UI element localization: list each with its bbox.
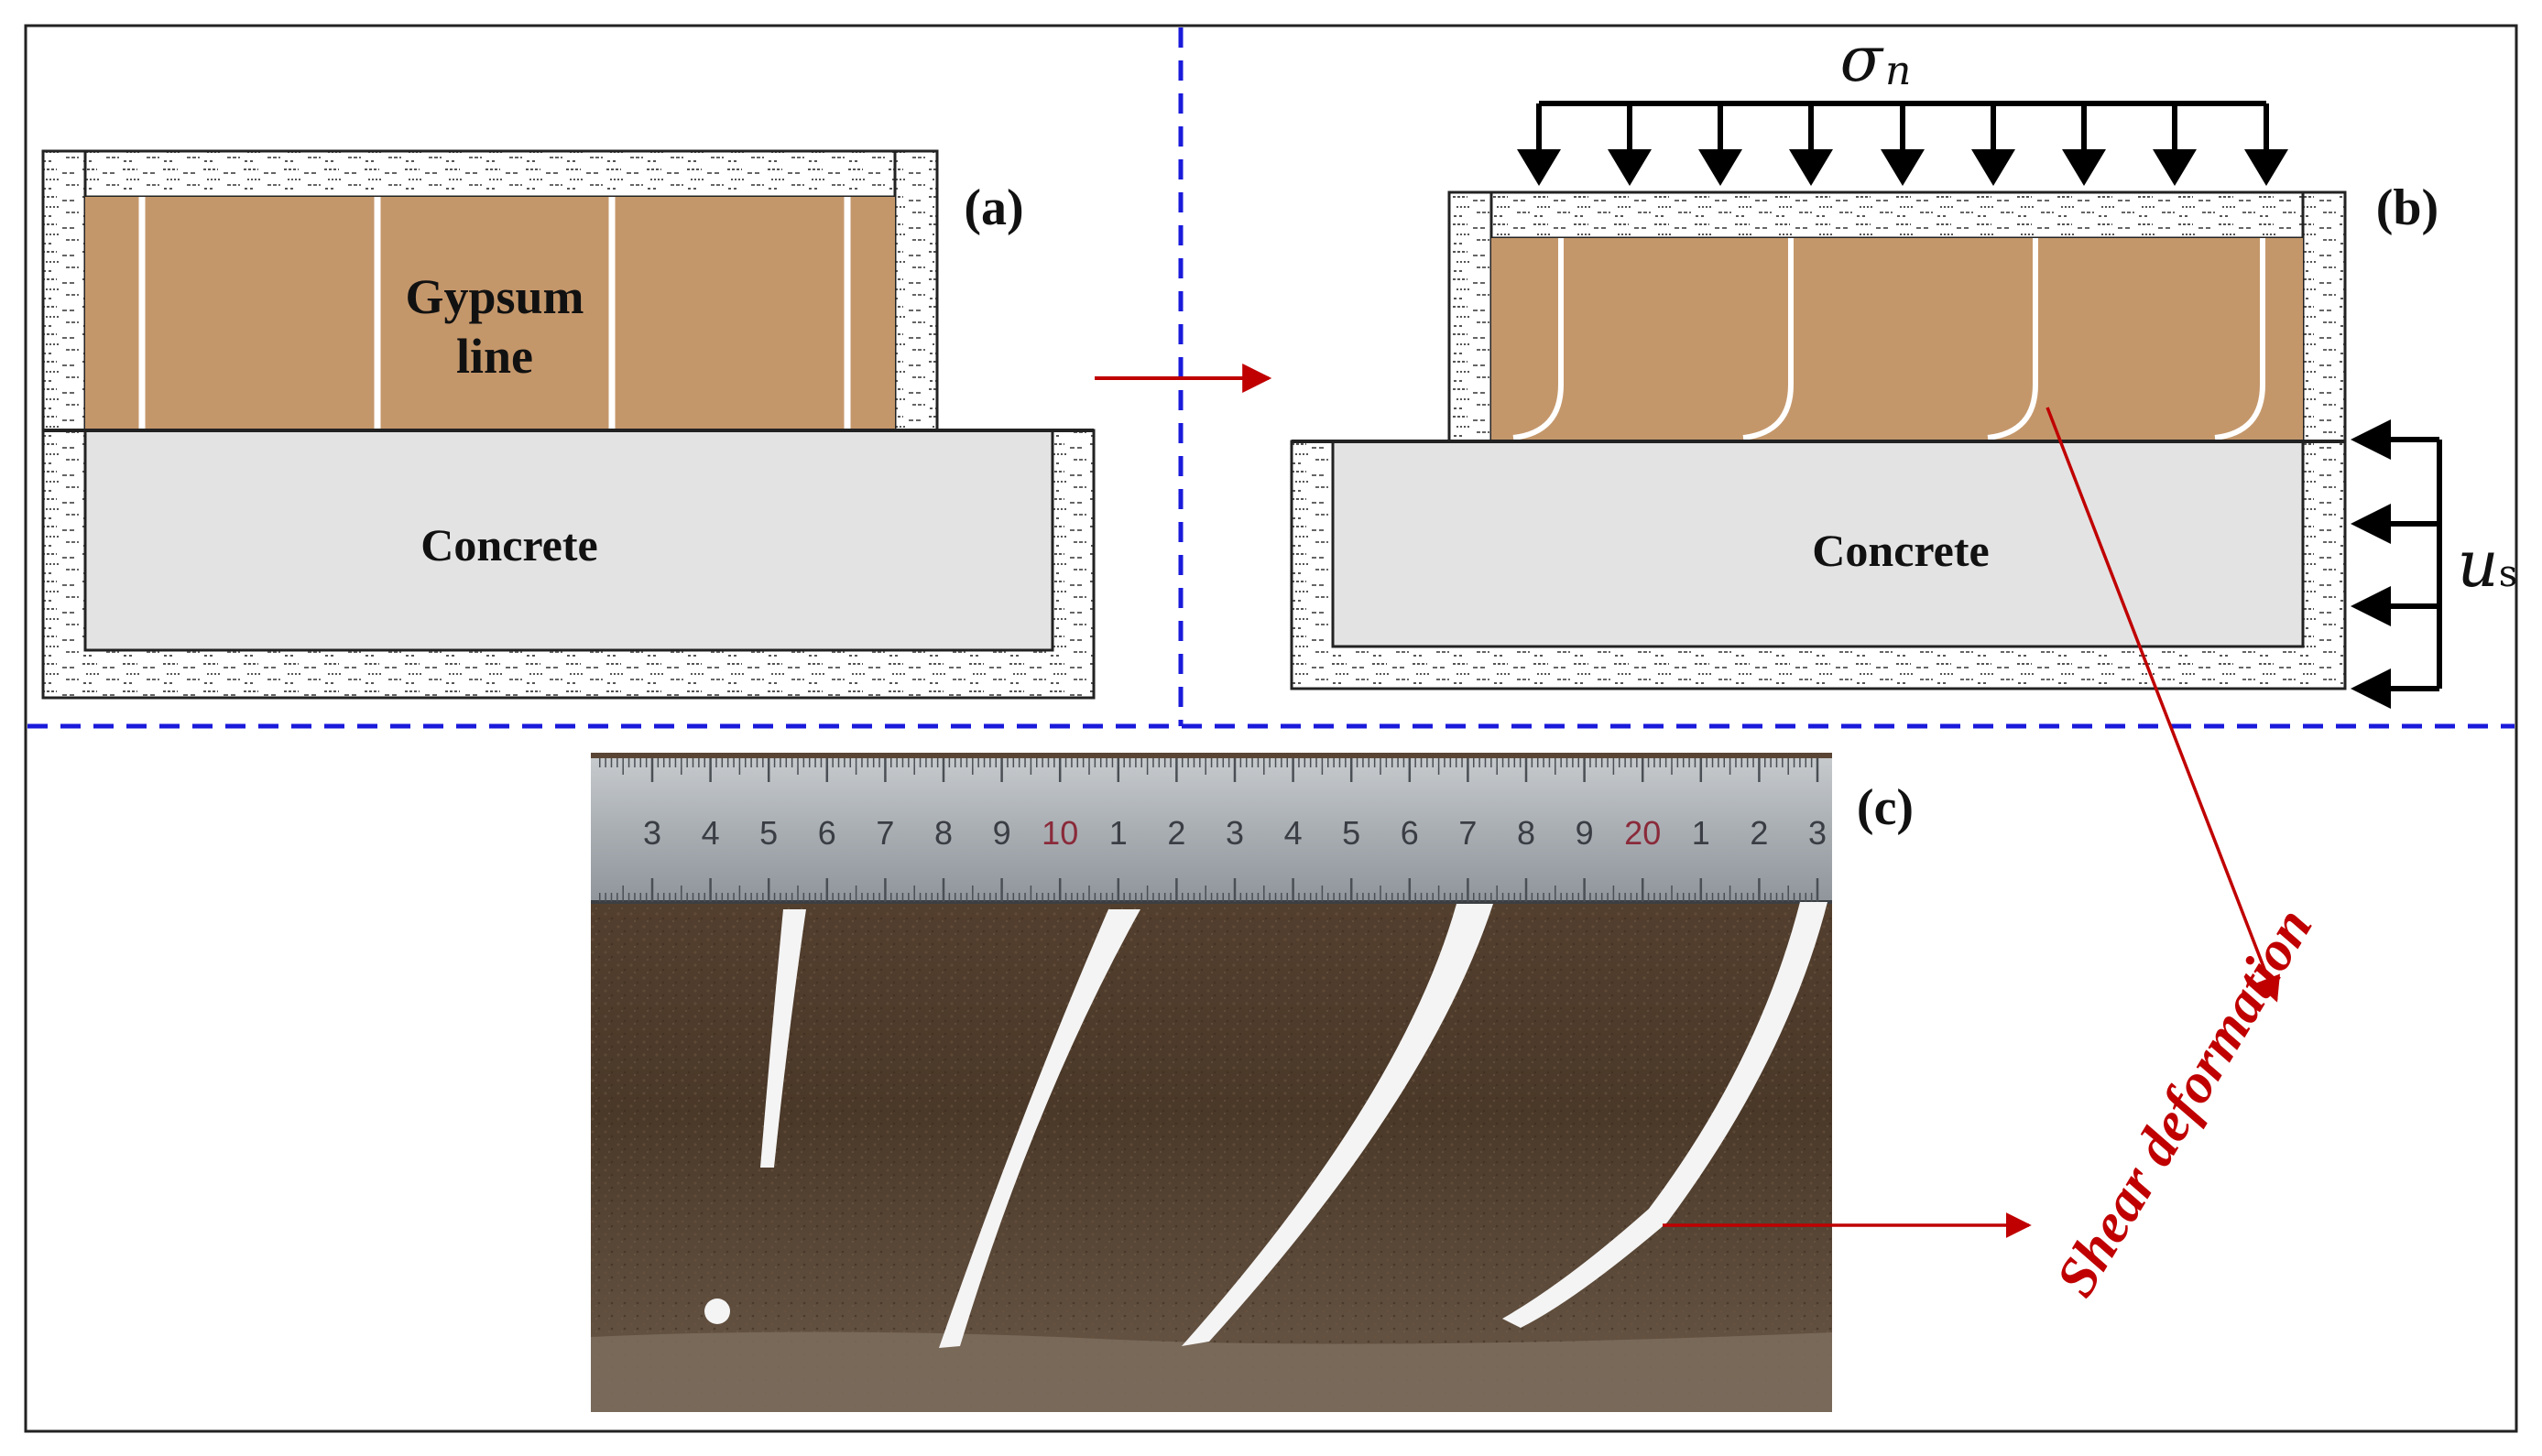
down-arrow	[2062, 149, 2106, 186]
shear-deformation-label: Shear deformation	[2045, 897, 2325, 1307]
ruler-number: 4	[702, 814, 720, 852]
deformed-gypsum-line	[1512, 238, 1564, 440]
concrete-label-a: Concrete	[420, 519, 597, 570]
panel-label-b: (b)	[2376, 179, 2438, 236]
soil-sample	[1491, 238, 2303, 441]
normal-stress-subscript: n	[1885, 48, 1911, 94]
deformed-gypsum-line	[1742, 238, 1794, 440]
ruler-number: 7	[1458, 814, 1477, 852]
ruler-number: 3	[1226, 814, 1244, 852]
deformed-gypsum-line	[1987, 238, 2038, 440]
ruler-number: 6	[1401, 814, 1419, 852]
shear-disp-symbol: u	[2457, 527, 2498, 602]
down-arrow	[1789, 149, 1833, 186]
gypsum-label-line1: Gypsum	[405, 269, 584, 324]
ruler-numbers: 3 4 5 6 7 8 9 10 1 2 3 4 5 6 7 8 9 20 1 2 3	[643, 814, 1827, 852]
shear-disp-subscript: s	[2499, 553, 2518, 595]
left-arrow	[2351, 586, 2391, 626]
panel-b: σ n Concrete (b)	[1290, 24, 2518, 709]
down-arrow	[1698, 149, 1742, 186]
concrete-block	[1331, 440, 2305, 648]
ruler	[591, 758, 1832, 902]
ruler-number: 5	[759, 814, 778, 852]
soil-sample	[85, 197, 895, 430]
normal-stress-arrows	[1517, 103, 2288, 186]
ruler-number: 10	[1042, 814, 1078, 852]
panel-label-a: (a)	[964, 179, 1023, 236]
ruler-number: 1	[1109, 814, 1128, 852]
panel-a: Gypsum line Concrete (a)	[41, 149, 1096, 700]
upper-left-wall	[1447, 190, 1493, 443]
left-arrow	[2351, 668, 2391, 709]
ruler-number: 9	[993, 814, 1011, 852]
ruler-number: 7	[876, 814, 894, 852]
down-arrow	[1517, 149, 1561, 186]
panel-label-c: (c)	[1857, 779, 1914, 836]
down-arrow	[1881, 149, 1925, 186]
gypsum-label-line2: line	[456, 329, 533, 384]
ruler-number: 9	[1576, 814, 1594, 852]
top-platen	[1447, 190, 2347, 240]
pointer-arrow-b	[2046, 407, 2280, 1003]
ruler-number: 4	[1284, 814, 1303, 852]
shear-displacement-arrows	[2351, 419, 2442, 709]
concrete-label-b: Concrete	[1812, 525, 1989, 576]
ruler-number: 20	[1624, 814, 1661, 852]
down-arrow	[1608, 149, 1652, 186]
ruler-number: 2	[1167, 814, 1185, 852]
outer-frame	[24, 24, 2518, 1433]
top-platen	[41, 149, 939, 199]
photo-base	[591, 1331, 1832, 1412]
upper-right-wall	[893, 149, 939, 432]
left-arrow	[2351, 504, 2391, 544]
normal-stress-symbol: σ	[1840, 24, 1884, 96]
down-arrow	[1971, 149, 2015, 186]
ruler-number: 1	[1692, 814, 1710, 852]
left-arrow	[2351, 419, 2391, 460]
ruler-number: 3	[643, 814, 661, 852]
panel-c-photo: 3 4 5 6 7 8 9 10 1 2 3 4 5 6 7 8 9 20 1 2 3 (c)	[591, 753, 1914, 1412]
ruler-number: 3	[1808, 814, 1827, 852]
ruler-number: 8	[1517, 814, 1535, 852]
deformed-gypsum-line	[2214, 238, 2265, 440]
ruler-number: 2	[1750, 814, 1768, 852]
ruler-number: 8	[934, 814, 953, 852]
photo-gypsum-trace	[939, 909, 1140, 1348]
upper-left-wall	[41, 149, 87, 432]
ruler-number: 6	[818, 814, 836, 852]
photo-gypsum-trace	[760, 909, 806, 1168]
photo-gypsum-trace	[1182, 904, 1493, 1346]
down-arrow	[2153, 149, 2197, 186]
ruler-ticks	[599, 758, 1819, 902]
upper-right-wall	[2301, 190, 2347, 443]
down-arrow	[2244, 149, 2288, 186]
photo-gypsum-trace	[1502, 902, 1827, 1328]
ruler-number: 5	[1342, 814, 1360, 852]
